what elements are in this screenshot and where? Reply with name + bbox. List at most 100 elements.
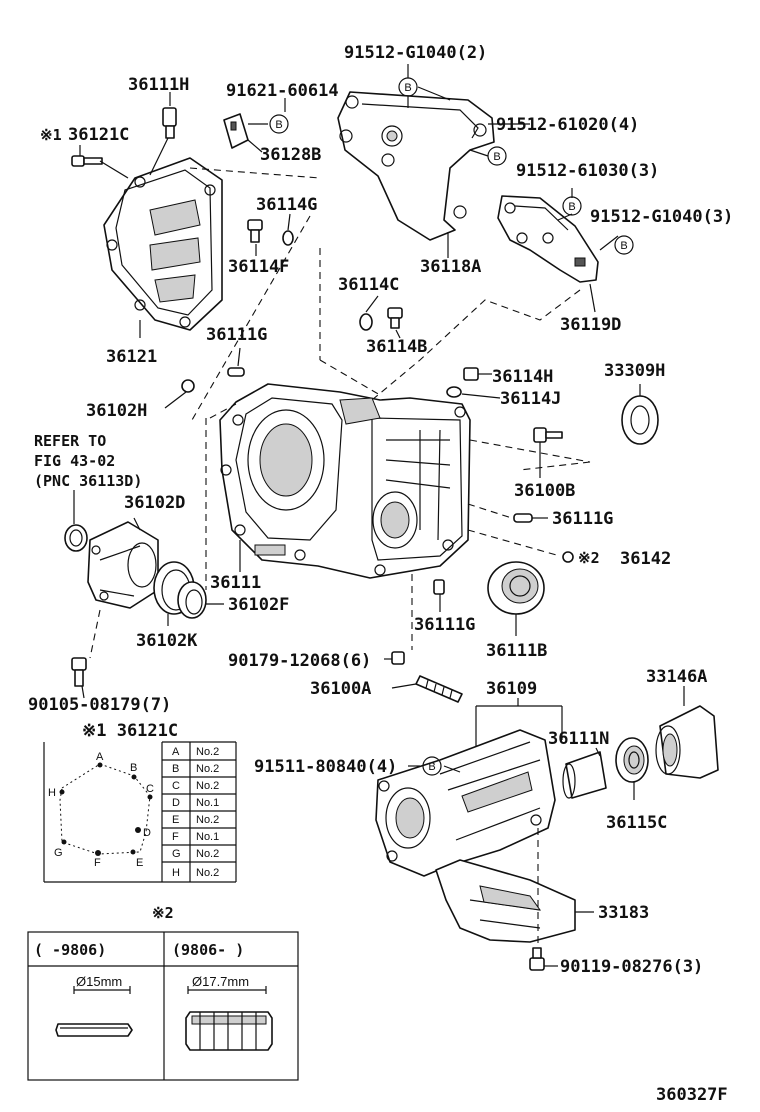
oil-seal-33309H: [621, 395, 659, 445]
transfer-case-36111: [219, 383, 471, 579]
part-label: 90119-08276(3): [560, 957, 703, 977]
bolt-point-label: H: [48, 787, 56, 799]
refer-note-line2: FIG 43-02: [34, 452, 115, 470]
bearing-36111B: [487, 561, 545, 615]
part-label: 36114J: [500, 389, 561, 409]
sleeve-36111N: [562, 751, 607, 799]
stud-36114B: [387, 307, 403, 329]
part-label: 90105-08179(7): [28, 695, 171, 715]
pin-36111G-top: [227, 367, 245, 377]
plug-36111H: [162, 107, 177, 139]
table-cell-pos: F: [172, 831, 179, 843]
oring-refer: [64, 524, 88, 552]
part-label: 36111B: [486, 641, 547, 661]
part-label: 36114C: [338, 275, 399, 295]
table-cell-pos: G: [172, 848, 181, 860]
part-label: 36111: [210, 573, 261, 593]
part-label: 36142: [620, 549, 671, 569]
rear-case-36109: [375, 729, 556, 877]
part-label: 36111G: [414, 615, 475, 635]
part-label: 36128B: [260, 145, 321, 165]
gasket-36114J: [446, 386, 462, 398]
part-label: 36102H: [86, 401, 147, 421]
part-label: 36102D: [124, 493, 185, 513]
bolt-markers: [269, 77, 634, 776]
part-label: 91511-80840(4): [254, 757, 397, 777]
bolt-position-inset: [43, 741, 237, 883]
part-label: 91512-61020(4): [496, 115, 639, 135]
part-label: 36111G: [206, 325, 267, 345]
part-label: 91621-60614: [226, 81, 339, 101]
bolt-marker-b: B: [493, 151, 500, 163]
part-label: 36100A: [310, 679, 371, 699]
bolt-marker-b: B: [275, 119, 282, 131]
part-label: 33309H: [604, 361, 665, 381]
pin-36111G-right: [513, 513, 533, 523]
refer-note-line1: REFER TO: [34, 432, 106, 450]
bolt-point-label: C: [146, 783, 154, 795]
table-cell-pos: E: [172, 814, 179, 826]
stud-bolt-36100B: [533, 427, 563, 443]
table-cell-no: No.2: [196, 780, 219, 792]
table-cell-no: No.2: [196, 746, 219, 758]
part-label: 33183: [598, 903, 649, 923]
marker-2: ※2: [578, 549, 600, 567]
part-label: 36114B: [366, 337, 427, 357]
mount-bracket-36118A: [337, 91, 495, 241]
table-cell-no: No.2: [196, 763, 219, 775]
bolt-point-label: B: [130, 762, 137, 774]
bolt-marker-b: B: [568, 201, 575, 213]
inset1-title: ※1 36121C: [82, 721, 178, 741]
cover-33146A: [655, 705, 719, 779]
oring-36102H: [181, 379, 195, 393]
part-label: 36111H: [128, 75, 189, 95]
protector-33183: [435, 859, 576, 943]
part-label: 36114H: [492, 367, 553, 387]
table-cell-pos: D: [172, 797, 180, 809]
table-cell-no: No.2: [196, 867, 219, 879]
mount-bracket-36119D: [497, 195, 599, 283]
bolt-36121C: [71, 155, 103, 167]
part-label: 36114G: [256, 195, 317, 215]
part-label: 36121: [106, 347, 157, 367]
table-cell-pos: H: [172, 867, 180, 879]
part-label: 36121C: [68, 125, 129, 145]
part-label: 36100B: [514, 481, 575, 501]
part-label: 90179-12068(6): [228, 651, 371, 671]
part-label: 36118A: [420, 257, 481, 277]
stud-36114F: [247, 219, 263, 243]
table-cell-no: No.2: [196, 814, 219, 826]
part-label: 36119D: [560, 315, 621, 335]
inset2-title: ※2: [152, 904, 174, 922]
bolt-point-label: F: [94, 857, 101, 869]
seal-dim-early: Ø15mm: [76, 974, 122, 989]
table-cell-pos: A: [172, 746, 180, 758]
part-label: 91512-G1040(3): [590, 207, 733, 227]
sleeve-36102F: [177, 581, 207, 619]
plug-36142: [562, 551, 574, 563]
bearing-36115C: [615, 737, 649, 783]
part-label: 36111N: [548, 729, 609, 749]
part-label: 36111G: [552, 509, 613, 529]
bolt-point-label: E: [136, 857, 143, 869]
part-label: 36109: [486, 679, 537, 699]
refer-note-line3: (PNC 36113D): [34, 472, 142, 490]
bolt-marker-b: B: [404, 82, 411, 94]
figure-code: 360327F: [656, 1085, 728, 1105]
table-cell-pos: C: [172, 780, 180, 792]
seal-range-late: (9806- ): [172, 941, 244, 959]
stud-36100A: [415, 675, 463, 703]
seal-range-early: ( -9806): [34, 941, 106, 959]
pin-36111G-lower: [433, 579, 445, 595]
part-labels: 91512-G1040(2) 36111H 91621-60614 91512-…: [28, 43, 733, 977]
seal-dim-late: Ø17.7mm: [192, 974, 249, 989]
table-cell-no: No.1: [196, 831, 219, 843]
bolt-90119-08276: [529, 947, 545, 971]
gasket-36114G: [282, 230, 294, 246]
bolt-position-table: A No.2 B No.2 C No.2 D No.1 E No.2 F No.…: [172, 746, 219, 879]
bolt-90105-08179: [71, 657, 87, 687]
bracket-36128B: [223, 113, 249, 149]
nut-90179-12068: [391, 651, 405, 665]
table-cell-no: No.2: [196, 848, 219, 860]
